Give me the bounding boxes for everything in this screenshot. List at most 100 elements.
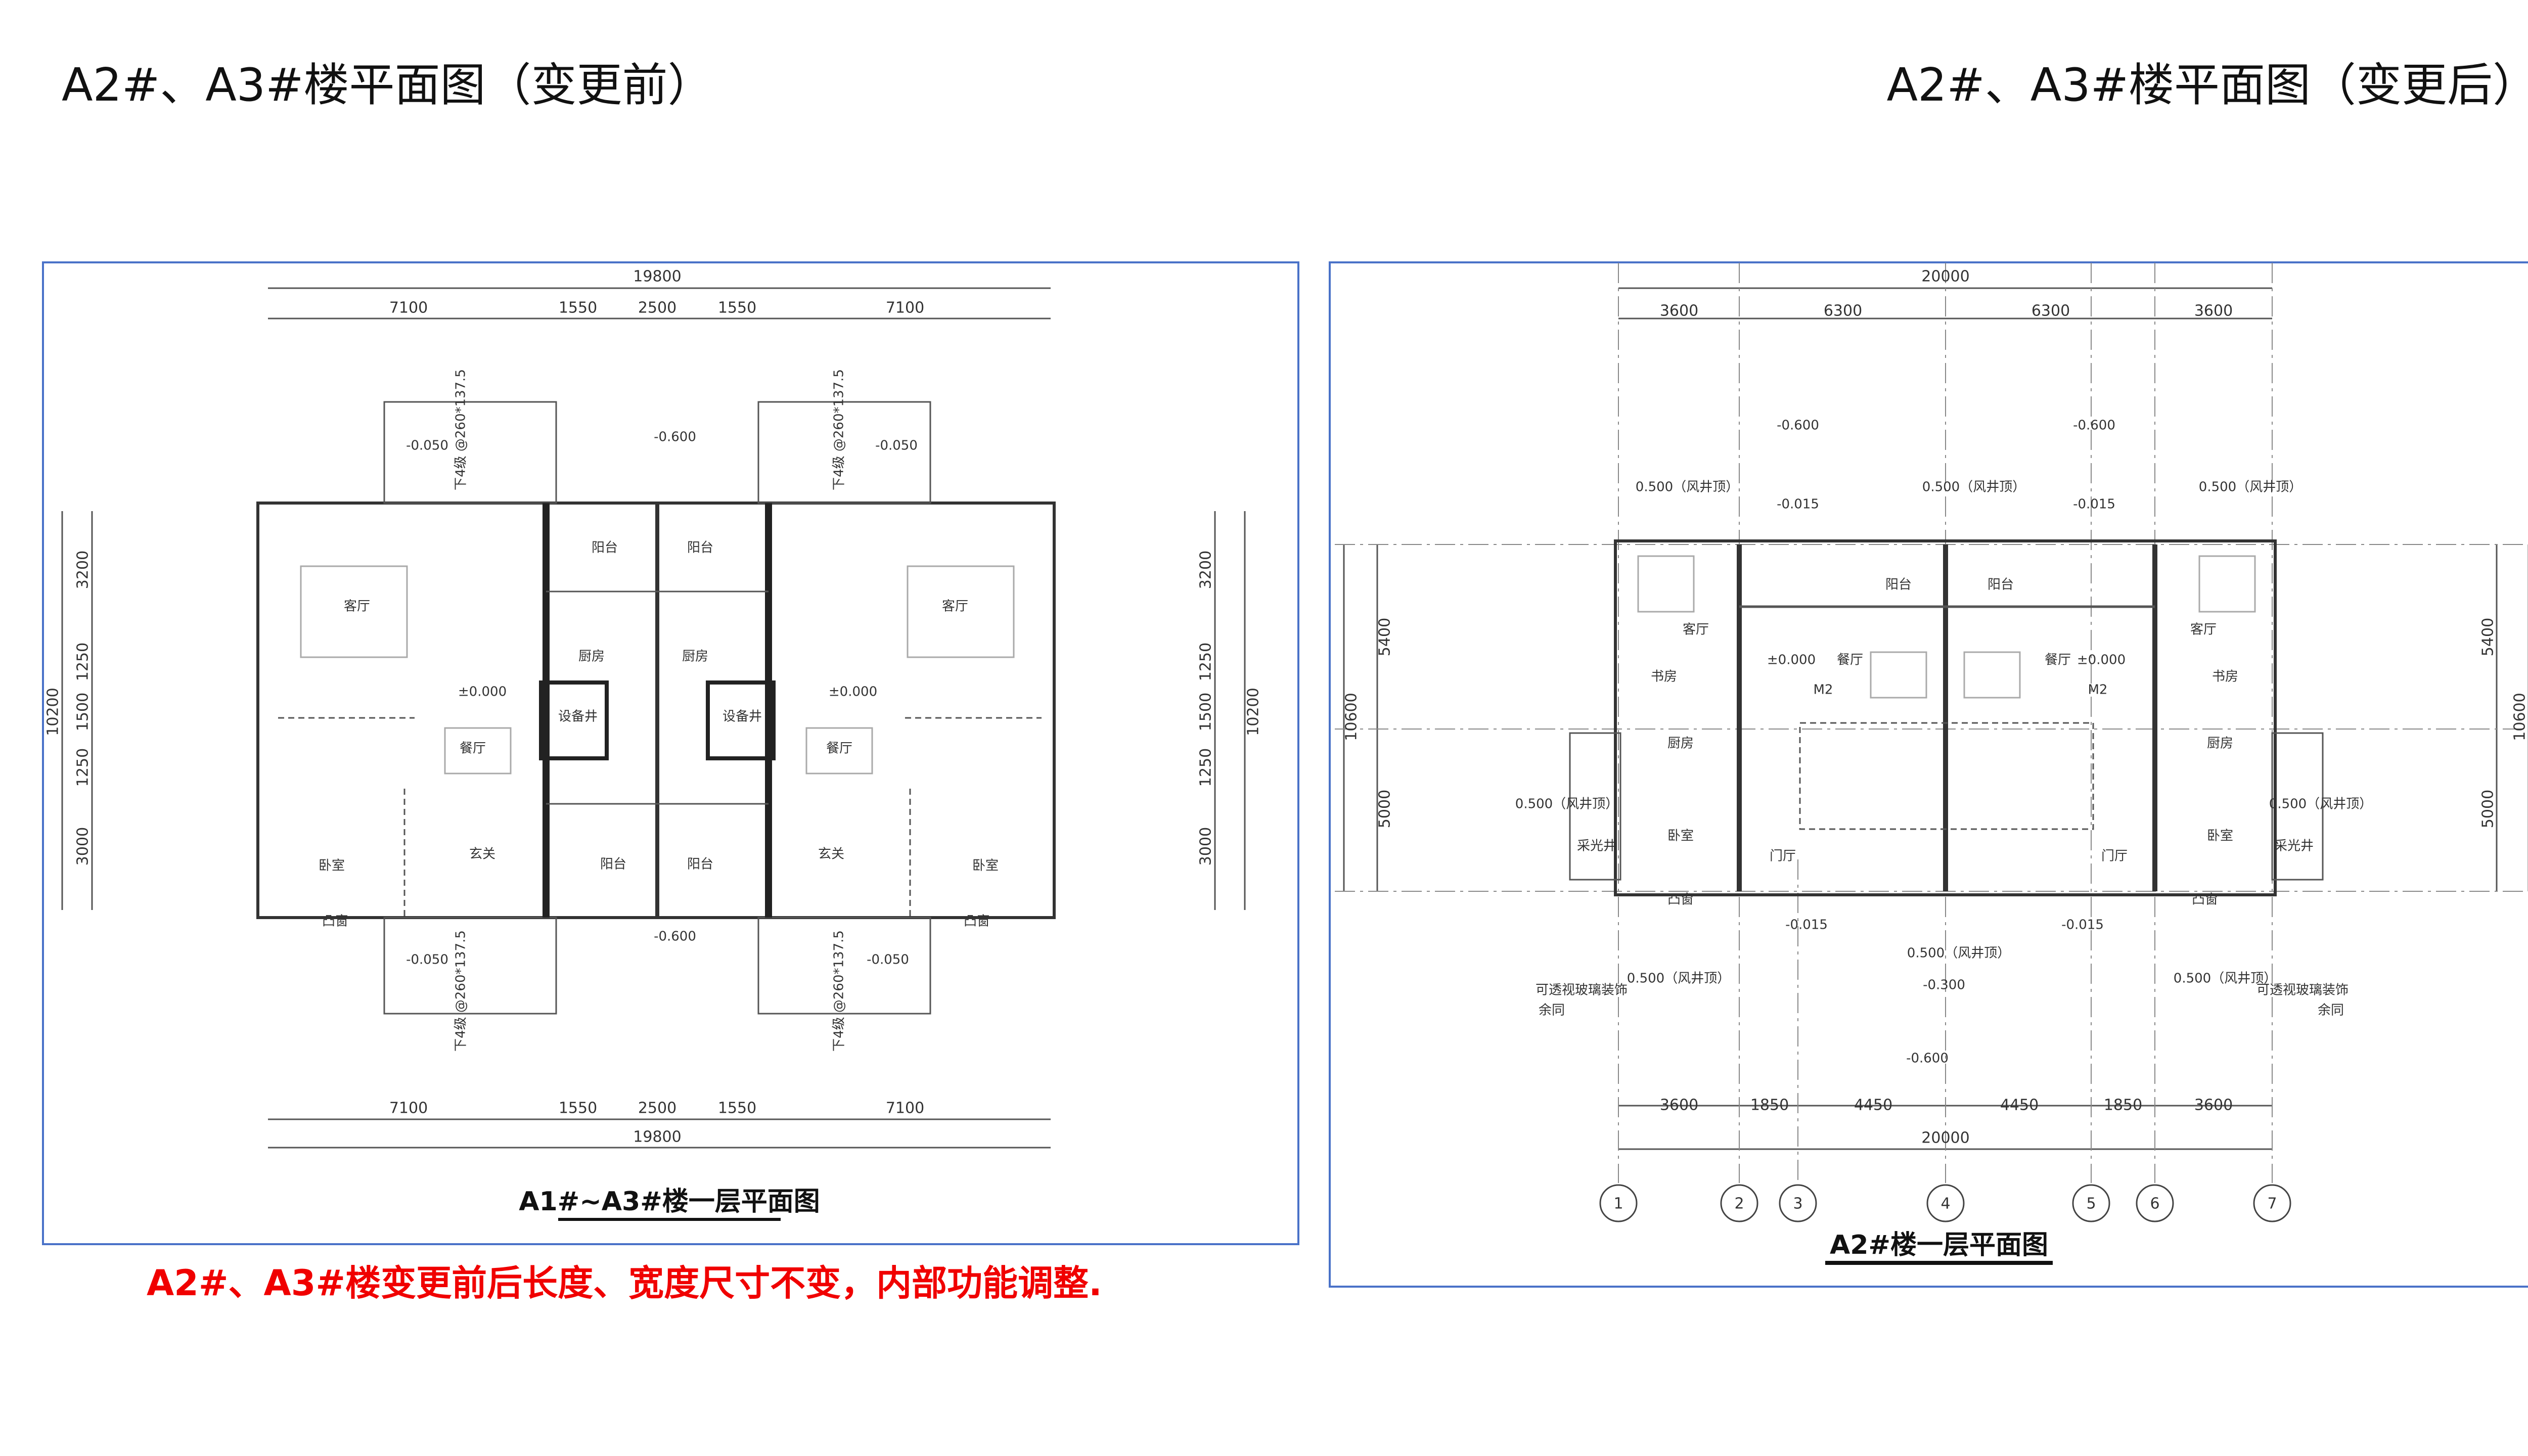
stair-note: 下4级 @260*137.5 xyxy=(454,369,469,490)
axis-number: 5 xyxy=(2086,1195,2096,1213)
level-mark: -0.600 xyxy=(654,929,696,944)
axis-bubble xyxy=(2072,1184,2110,1222)
change-note: A2#、A3#楼变更前后长度、宽度尺寸不变，内部功能调整. xyxy=(147,1262,1102,1304)
dimension-label: 1850 xyxy=(1750,1097,1789,1114)
axis-number: 7 xyxy=(2267,1195,2277,1213)
axis-number: 1 xyxy=(1613,1195,1623,1213)
dimension-label: 5000 xyxy=(2479,790,2497,828)
dimension-label: 3200 xyxy=(1197,551,1215,589)
dimension-label: 19800 xyxy=(633,268,681,286)
dimension-label: 3600 xyxy=(1660,1097,1698,1114)
title-after-change: A2#、A3#楼平面图（变更后） xyxy=(1886,59,2528,112)
room-label: 玄关 xyxy=(469,847,495,862)
axis-bubble xyxy=(2253,1184,2291,1222)
room-label: ±0.000 xyxy=(1767,653,1816,668)
axis-number: 3 xyxy=(1793,1195,1802,1213)
axis-number: 6 xyxy=(2150,1195,2159,1213)
axis-number: 2 xyxy=(1734,1195,1744,1213)
dimension-label: 1550 xyxy=(718,1100,756,1117)
level-mark: 0.500（风井顶） xyxy=(1907,946,2010,961)
dimension-label: 5400 xyxy=(2479,618,2497,656)
room-label: 书房 xyxy=(2212,669,2238,685)
room-label: 阳台 xyxy=(1988,577,2014,593)
room-label: 书房 xyxy=(1651,669,1677,685)
level-mark: 0.500（风井顶） xyxy=(1922,480,2025,495)
dimension-label: 19800 xyxy=(633,1128,681,1146)
room-label: 阳台 xyxy=(592,540,618,556)
axis-bubble xyxy=(1926,1184,1965,1222)
room-label: M2 xyxy=(1814,682,1833,698)
room-label: ±0.000 xyxy=(2077,653,2126,668)
room-label: 卧室 xyxy=(1667,829,1694,844)
dimension-label: 6300 xyxy=(1824,302,1862,320)
floor-plan-before xyxy=(61,287,1246,1149)
stair-note: 下4级 @260*137.5 xyxy=(454,930,469,1052)
room-label: 设备井 xyxy=(558,709,598,724)
level-mark: -0.015 xyxy=(1777,497,1819,512)
annotation-note: 余同 xyxy=(2318,1003,2344,1018)
room-label: 餐厅 xyxy=(1837,653,1863,668)
dimension-label: 10600 xyxy=(1343,693,1361,741)
dimension-label: 1850 xyxy=(2104,1097,2142,1114)
room-label: 厨房 xyxy=(2207,736,2233,751)
room-label: 餐厅 xyxy=(2045,653,2071,668)
level-mark: 0.500（风井顶） xyxy=(2269,797,2372,812)
dimension-label: 5400 xyxy=(1376,618,1394,656)
dimension-label: 1250 xyxy=(1197,748,1215,787)
dimension-label: 10600 xyxy=(2511,693,2528,741)
dimension-label: 6300 xyxy=(2032,302,2070,320)
dimension-label: 20000 xyxy=(1921,268,1969,286)
dimension-label: 3000 xyxy=(74,827,92,866)
dimension-label: 1250 xyxy=(74,643,92,681)
room-label: 厨房 xyxy=(1667,736,1694,751)
dimension-label: 10200 xyxy=(44,688,62,736)
room-label: 餐厅 xyxy=(460,741,486,756)
dimension-label: 3600 xyxy=(2194,302,2233,320)
room-label: 卧室 xyxy=(319,858,345,874)
level-mark: -0.015 xyxy=(1785,918,1828,933)
room-label: 门厅 xyxy=(1770,849,1796,864)
dimension-label: 1550 xyxy=(559,1100,597,1117)
room-label: 阳台 xyxy=(687,540,713,556)
plan-caption-after: A2#楼一层平面图 xyxy=(1830,1230,2048,1260)
title-before-change: A2#、A3#楼平面图（变更前） xyxy=(62,59,713,112)
room-label: 阳台 xyxy=(687,857,713,872)
room-label: 客厅 xyxy=(2190,622,2217,638)
dimension-label: 7100 xyxy=(886,1100,924,1117)
annotation-note: 余同 xyxy=(1539,1003,1565,1018)
room-label: ±0.000 xyxy=(829,685,877,700)
axis-bubble xyxy=(1599,1184,1638,1222)
room-label: 凸窗 xyxy=(2192,892,2218,907)
stair-note: 下4级 @260*137.5 xyxy=(832,369,847,490)
level-mark: 0.500（风井顶） xyxy=(1515,797,1618,812)
level-mark: -0.050 xyxy=(406,952,448,968)
level-mark: -0.600 xyxy=(654,430,696,445)
level-mark: -0.050 xyxy=(867,952,909,968)
room-label: 凸窗 xyxy=(322,914,348,929)
axis-bubble xyxy=(2136,1184,2174,1222)
level-mark: 0.500（风井顶） xyxy=(2199,480,2302,495)
dimension-label: 4450 xyxy=(2000,1097,2039,1114)
plan-frame-before xyxy=(42,261,1299,1245)
floor-plan-after xyxy=(1335,263,2528,1183)
level-mark: 0.500（风井顶） xyxy=(1636,480,1739,495)
dimension-label: 3000 xyxy=(1197,827,1215,866)
room-label: 门厅 xyxy=(2101,849,2128,864)
room-label: 设备井 xyxy=(723,709,762,724)
dimension-label: 2500 xyxy=(638,1100,676,1117)
level-mark: 0.500（风井顶） xyxy=(1627,971,1730,986)
level-mark: -0.600 xyxy=(1777,418,1819,433)
plan-caption-before: A1#~A3#楼一层平面图 xyxy=(519,1187,820,1217)
dimension-label: 4450 xyxy=(1854,1097,1892,1114)
axis-bubble xyxy=(1779,1184,1817,1222)
room-label: 采光井 xyxy=(2274,839,2314,854)
room-label: 餐厅 xyxy=(826,741,852,756)
level-mark: 0.500（风井顶） xyxy=(2174,971,2277,986)
dimension-label: 1500 xyxy=(74,693,92,731)
plan-frame-after xyxy=(1329,261,2528,1288)
room-label: M2 xyxy=(2088,682,2108,698)
dimension-label: 10200 xyxy=(1245,688,1262,736)
room-label: 客厅 xyxy=(344,599,370,614)
